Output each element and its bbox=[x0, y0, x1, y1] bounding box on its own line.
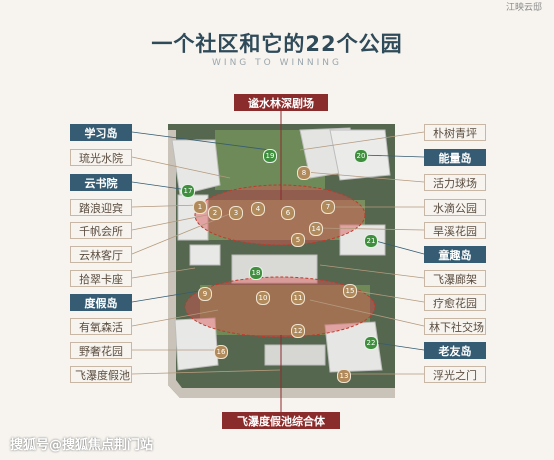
right-label-7: 飞瀑廊架 bbox=[424, 270, 486, 287]
marker-12: 12 bbox=[291, 324, 305, 338]
leader-line bbox=[319, 264, 425, 279]
bottom-feature-label: 飞瀑度假池综合体 bbox=[222, 412, 340, 429]
marker-7: 7 bbox=[321, 200, 335, 214]
brand-name: 江映云邸 bbox=[505, 3, 542, 13]
leader-line bbox=[317, 227, 425, 231]
building bbox=[189, 244, 221, 266]
marker-3: 3 bbox=[229, 206, 243, 220]
leader-line bbox=[371, 239, 425, 255]
left-label-11: 飞瀑度假池 bbox=[70, 366, 132, 383]
leader-line bbox=[304, 171, 425, 183]
leader-line bbox=[309, 299, 425, 327]
marker-14: 14 bbox=[309, 222, 323, 236]
marker-4: 4 bbox=[251, 202, 265, 216]
left-label-10: 野奢花园 bbox=[70, 342, 132, 359]
building bbox=[324, 321, 383, 373]
marker-1: 1 bbox=[193, 200, 207, 214]
right-label-9: 林下社交场 bbox=[424, 318, 486, 335]
leader-line bbox=[369, 341, 425, 351]
right-label-11: 浮光之门 bbox=[424, 366, 486, 383]
page-subtitle: WING TO WINNING bbox=[212, 58, 342, 68]
leader-line bbox=[349, 289, 425, 303]
right-label-8: 疗愈花园 bbox=[424, 294, 486, 311]
building bbox=[264, 344, 326, 366]
left-label-9: 有氧森活 bbox=[70, 318, 132, 335]
right-label-3: 活力球场 bbox=[424, 174, 486, 191]
left-label-8: 度假岛 bbox=[70, 294, 132, 311]
marker-6: 6 bbox=[281, 206, 295, 220]
leader-line bbox=[131, 181, 189, 191]
leader-line bbox=[131, 204, 201, 208]
marker-2: 2 bbox=[208, 206, 222, 220]
marker-10: 10 bbox=[256, 291, 270, 305]
watermark: 搜狐号@搜狐焦点荆门站 bbox=[10, 438, 154, 453]
marker-15: 15 bbox=[343, 284, 357, 298]
leader-line bbox=[299, 131, 425, 151]
pool-zone bbox=[184, 276, 376, 338]
left-label-2: 琉光水院 bbox=[70, 149, 132, 166]
marker-18: 18 bbox=[249, 266, 263, 280]
leader-line bbox=[131, 309, 219, 327]
leader-line bbox=[131, 267, 196, 279]
right-label-1: 朴树青坪 bbox=[424, 124, 486, 141]
marker-11: 11 bbox=[291, 291, 305, 305]
leader-line bbox=[131, 369, 281, 375]
marker-8: 8 bbox=[297, 166, 311, 180]
page-title: 一个社区和它的22个公园 bbox=[151, 32, 403, 56]
marker-9: 9 bbox=[198, 287, 212, 301]
right-label-6: 童趣岛 bbox=[424, 246, 486, 263]
leader-line bbox=[131, 156, 231, 179]
marker-21: 21 bbox=[364, 234, 378, 248]
marker-17: 17 bbox=[181, 184, 195, 198]
marker-20: 20 bbox=[354, 149, 368, 163]
marker-5: 5 bbox=[291, 233, 305, 247]
right-label-2: 能量岛 bbox=[424, 149, 486, 166]
left-label-7: 拾翠卡座 bbox=[70, 270, 132, 287]
leader-line bbox=[131, 289, 206, 303]
left-label-3: 云书院 bbox=[70, 174, 132, 191]
left-label-5: 千帆会所 bbox=[70, 222, 132, 239]
leader-line bbox=[131, 131, 271, 151]
left-label-4: 踏浪迎宾 bbox=[70, 199, 132, 216]
right-label-5: 旱溪花园 bbox=[424, 222, 486, 239]
left-label-6: 云林客厅 bbox=[70, 246, 132, 263]
marker-22: 22 bbox=[364, 336, 378, 350]
building bbox=[174, 317, 219, 371]
marker-13: 13 bbox=[337, 369, 351, 383]
building bbox=[171, 139, 221, 196]
right-label-4: 水滴公园 bbox=[424, 199, 486, 216]
top-feature-label: 谧水林深剧场 bbox=[234, 94, 328, 111]
marker-16: 16 bbox=[214, 345, 228, 359]
leader-lines bbox=[131, 131, 425, 375]
right-label-10: 老友岛 bbox=[424, 342, 486, 359]
marker-19: 19 bbox=[263, 149, 277, 163]
leader-line bbox=[359, 154, 425, 158]
left-label-1: 学习岛 bbox=[70, 124, 132, 141]
leader-line bbox=[131, 212, 218, 231]
